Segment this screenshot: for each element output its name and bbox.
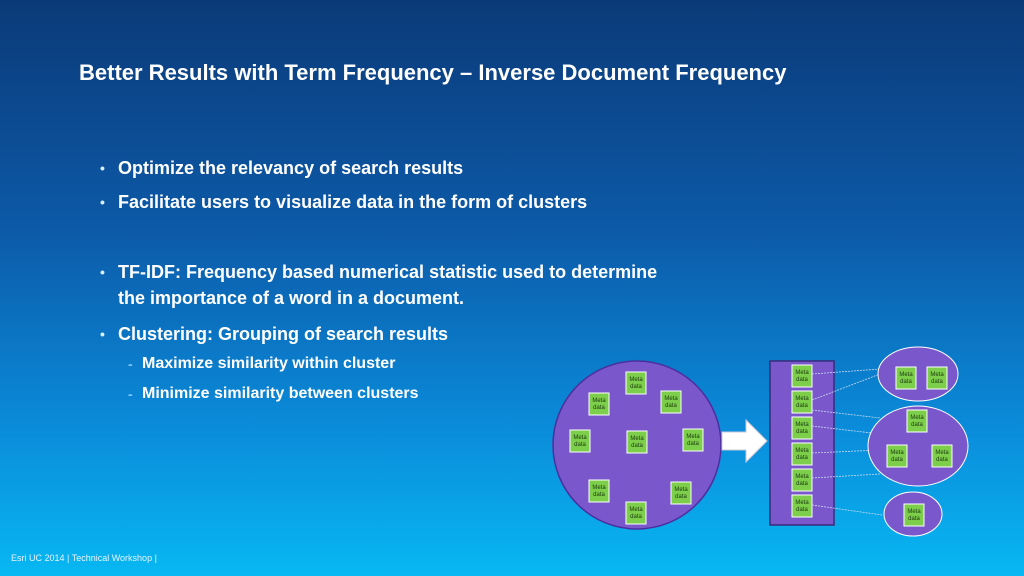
sub-bullet-text: Minimize similarity between clusters [142, 385, 419, 402]
meta-data-label: Meta [795, 474, 809, 480]
meta-data-label: Meta [592, 485, 606, 491]
meta-data-label: data [687, 441, 699, 447]
meta-data-label: data [665, 403, 677, 409]
meta-data-label: Meta [899, 372, 913, 378]
bullet-text: Clustering: Grouping of search results [118, 324, 449, 344]
meta-data-label: Meta [795, 448, 809, 454]
meta-data-label: data [891, 457, 903, 463]
meta-data-label: data [931, 379, 943, 385]
meta-data-label: data [631, 443, 643, 449]
meta-data-label: data [796, 403, 808, 409]
meta-data-label: data [911, 422, 923, 428]
dash-icon: - [128, 386, 133, 402]
meta-data-label: data [936, 457, 948, 463]
meta-data-label: data [796, 455, 808, 461]
meta-data-label: data [593, 405, 605, 411]
bullet-item: • Clustering: Grouping of search results [100, 321, 678, 347]
meta-data-label: data [796, 429, 808, 435]
meta-data-label: Meta [573, 435, 587, 441]
meta-data-label: data [796, 377, 808, 383]
meta-data-label: data [574, 442, 586, 448]
bullet-dot-icon: • [100, 160, 105, 176]
bullet-dot-icon: • [100, 264, 105, 280]
meta-data-label: Meta [795, 422, 809, 428]
bullet-dot-icon: • [100, 194, 105, 210]
slide-title: Better Results with Term Frequency – Inv… [79, 60, 787, 85]
meta-data-label: Meta [686, 434, 700, 440]
meta-data-label: data [675, 494, 687, 500]
bullet-item: • Optimize the relevancy of search resul… [100, 155, 678, 181]
meta-data-label: data [796, 507, 808, 513]
meta-data-label: data [908, 516, 920, 522]
meta-data-label: Meta [629, 507, 643, 513]
meta-data-label: data [593, 492, 605, 498]
column-meta-boxes: MetadataMetadataMetadataMetadataMetadata… [791, 364, 813, 518]
bullet-text: Facilitate users to visualize data in th… [118, 192, 588, 212]
meta-data-label: Meta [629, 377, 643, 383]
sub-bullet-item: - Maximize similarity within cluster [128, 353, 395, 375]
bullet-item: • TF-IDF: Frequency based numerical stat… [100, 259, 663, 311]
meta-data-label: Meta [592, 398, 606, 404]
meta-data-label: Meta [630, 436, 644, 442]
bullet-text: Optimize the relevancy of search results [118, 158, 464, 178]
bullet-dot-icon: • [100, 326, 105, 342]
meta-data-label: Meta [930, 372, 944, 378]
cluster-meta-boxes: MetadataMetadataMetadataMetadataMetadata… [886, 366, 953, 527]
meta-data-label: data [796, 481, 808, 487]
meta-data-label: Meta [935, 450, 949, 456]
footer-text: Esri UC 2014 | Technical Workshop | [11, 553, 157, 563]
meta-data-label: Meta [910, 415, 924, 421]
meta-data-label: Meta [890, 450, 904, 456]
meta-data-label: data [630, 384, 642, 390]
meta-data-label: Meta [795, 500, 809, 506]
right-arrow-icon [721, 418, 768, 464]
pool-meta-boxes: MetadataMetadataMetadataMetadataMetadata… [569, 371, 704, 525]
meta-data-label: Meta [795, 396, 809, 402]
meta-data-label: Meta [907, 509, 921, 515]
meta-data-label: data [900, 379, 912, 385]
meta-data-label: Meta [674, 487, 688, 493]
bullet-item: • Facilitate users to visualize data in … [100, 189, 678, 215]
connector-lines [811, 368, 883, 516]
sub-bullet-text: Maximize similarity within cluster [142, 355, 396, 372]
bullet-text: TF-IDF: Frequency based numerical statis… [118, 262, 658, 308]
sub-bullet-item: - Minimize similarity between clusters [128, 383, 419, 405]
meta-data-label: data [630, 514, 642, 520]
dash-icon: - [128, 356, 133, 372]
meta-data-label: Meta [664, 396, 678, 402]
meta-data-label: Meta [795, 370, 809, 376]
